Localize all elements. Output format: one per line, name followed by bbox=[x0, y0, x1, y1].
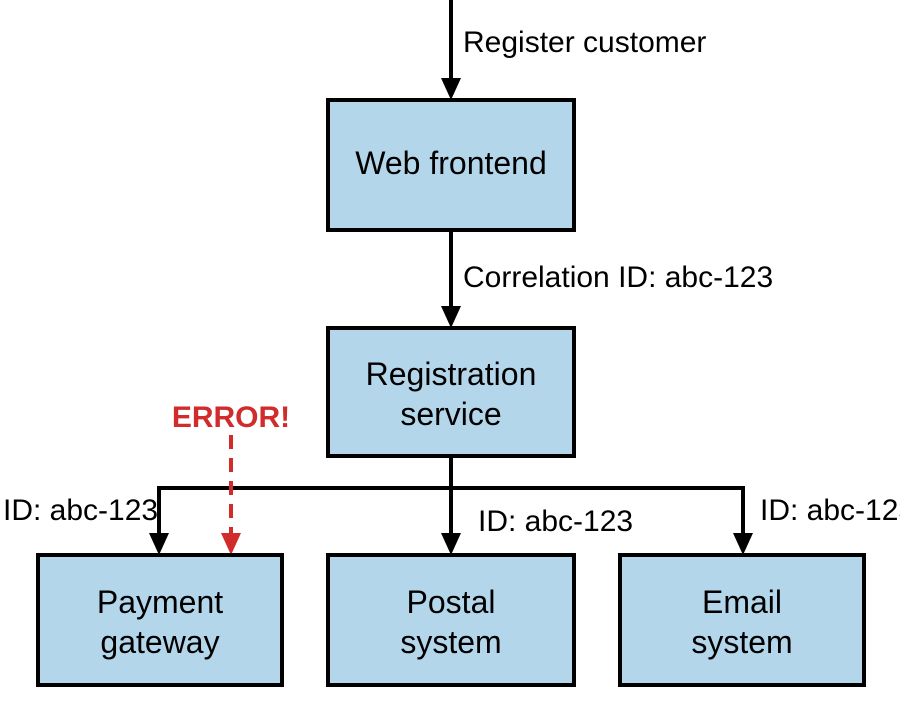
error-label: ERROR! bbox=[172, 401, 290, 434]
node-label-line-1: Email bbox=[702, 584, 782, 620]
edge-correlation-id: Correlation ID: abc-123 bbox=[441, 230, 773, 328]
edge-label-correlation-id: Correlation ID: abc-123 bbox=[463, 261, 773, 294]
node-box bbox=[326, 553, 576, 687]
error-indicator: ERROR! bbox=[172, 401, 290, 555]
arrowhead-icon bbox=[441, 306, 461, 328]
node-box bbox=[618, 553, 866, 687]
edge-to-payment: ID: abc-123 bbox=[3, 486, 169, 555]
edge-to-email: ID: abc-123 bbox=[733, 486, 900, 555]
node-email-system: Email system bbox=[618, 553, 866, 687]
arrowhead-icon bbox=[733, 533, 753, 555]
arrowhead-icon bbox=[441, 78, 461, 100]
node-label-line-2: service bbox=[400, 396, 501, 432]
fan-out-connector bbox=[159, 456, 743, 535]
node-box bbox=[326, 326, 576, 458]
node-web-frontend: Web frontend bbox=[326, 98, 576, 232]
arrowhead-icon bbox=[149, 533, 169, 555]
error-arrowhead-icon bbox=[221, 533, 241, 555]
edge-label-payment: ID: abc-123 bbox=[3, 494, 158, 527]
node-label: Web frontend bbox=[355, 145, 547, 181]
edge-label-postal: ID: abc-123 bbox=[478, 505, 633, 538]
edge-to-postal: ID: abc-123 bbox=[441, 505, 633, 555]
node-payment-gateway: Payment gateway bbox=[36, 553, 284, 687]
edge-register-customer: Register customer bbox=[441, 0, 706, 100]
arrowhead-icon bbox=[441, 533, 461, 555]
edge-label-email: ID: abc-123 bbox=[760, 494, 900, 527]
node-label-line-2: system bbox=[691, 624, 792, 660]
node-label-line-1: Registration bbox=[366, 356, 537, 392]
edge-label-register-customer: Register customer bbox=[463, 26, 706, 59]
node-postal-system: Postal system bbox=[326, 553, 576, 687]
node-label-line-1: Postal bbox=[407, 584, 496, 620]
node-box bbox=[36, 553, 284, 687]
node-label-line-1: Payment bbox=[97, 584, 223, 620]
node-registration-service: Registration service bbox=[326, 326, 576, 458]
node-label-line-2: system bbox=[400, 624, 501, 660]
node-label-line-2: gateway bbox=[100, 624, 219, 660]
